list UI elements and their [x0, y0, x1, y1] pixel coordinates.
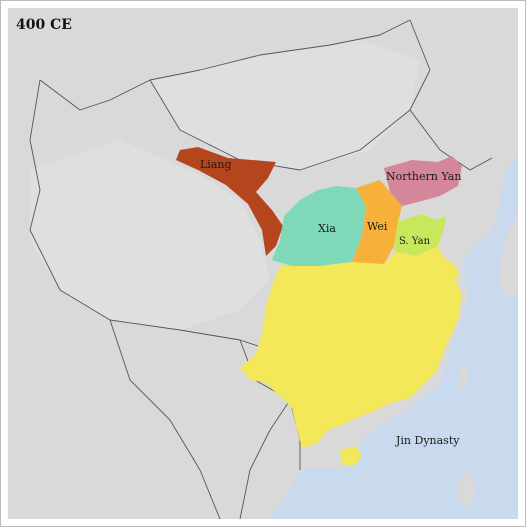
mongolia-shading: [150, 40, 420, 170]
japan-island: [498, 215, 518, 300]
state-wei-region: [352, 180, 402, 266]
korean-peninsula: [470, 158, 505, 240]
state-label-southern-yan: S. Yan: [399, 236, 431, 247]
taiwan-island: [457, 360, 468, 392]
state-jin-shandong-spur: [444, 258, 460, 278]
map-year-label: 400 CE: [16, 17, 72, 33]
state-jin-hainan-island: [340, 446, 362, 466]
philippines-island: [458, 470, 476, 510]
state-southern-yan-region: [394, 214, 446, 256]
state-label-liang: Liang: [200, 158, 232, 171]
state-label-xia: Xia: [318, 222, 336, 235]
state-jin-region: [240, 246, 462, 448]
state-northern-yan-region: [384, 156, 462, 206]
highland-shading: [30, 140, 270, 330]
state-xia-region: [272, 186, 366, 266]
state-label-wei: Wei: [367, 220, 388, 233]
state-label-jin-dynasty: Jin Dynasty: [395, 434, 460, 447]
state-liang-region: [176, 147, 283, 256]
state-label-northern-yan: Northern Yan: [386, 170, 461, 183]
